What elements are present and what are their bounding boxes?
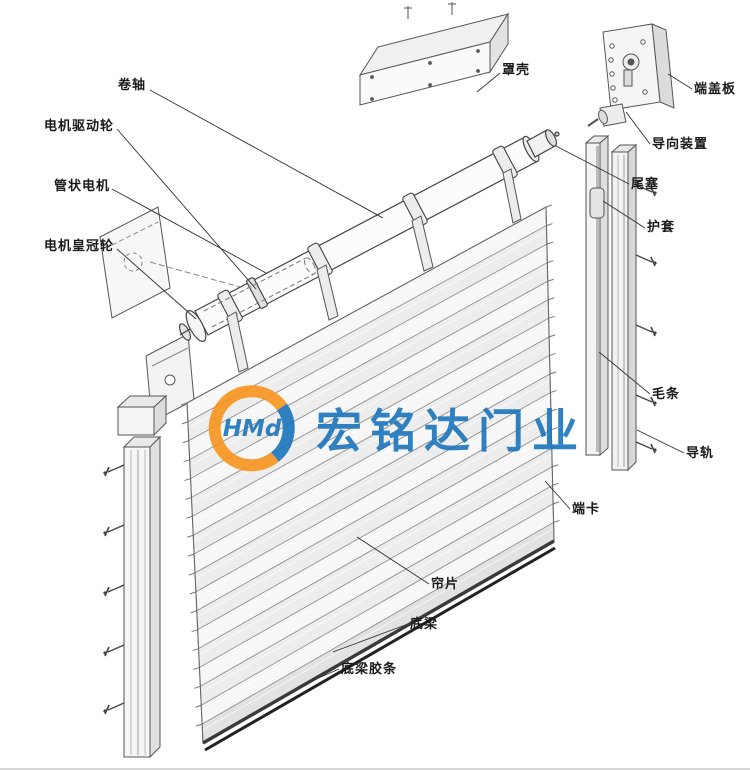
label-motor-drive-wheel: 电机驱动轮 xyxy=(44,119,115,134)
label-motor-crown-wheel: 电机皇冠轮 xyxy=(44,239,115,254)
label-guide-device: 导向装置 xyxy=(652,137,709,152)
label-brush-strip: 毛条 xyxy=(652,387,681,402)
label-roller-shaft: 卷轴 xyxy=(118,78,147,93)
watermark-logo-text: HMd xyxy=(223,416,282,442)
motor-crown-wheel-part xyxy=(178,310,207,342)
brush-strip-part xyxy=(596,146,599,452)
left-rail-screws xyxy=(103,464,125,715)
protective-sleeve-part xyxy=(589,187,605,219)
watermark-company-text: 宏铭达门业 xyxy=(316,404,586,458)
label-tubular-motor: 管状电机 xyxy=(54,179,111,194)
label-cover-shell: 罩壳 xyxy=(502,63,531,78)
right-rail-screws xyxy=(635,184,657,454)
bottom-rubber-strip xyxy=(204,546,556,752)
watermark-logo: HMd xyxy=(208,385,295,472)
left-guide-rail xyxy=(116,394,168,759)
label-protective-sleeve: 护套 xyxy=(647,220,676,235)
label-curtain-slat: 帘片 xyxy=(431,577,460,592)
bottom-beam-edge xyxy=(202,539,555,745)
curtain-straps xyxy=(226,168,522,373)
tail-plug-part xyxy=(526,129,560,158)
end-cover-plate xyxy=(587,23,675,127)
leader-lines xyxy=(111,72,693,688)
motor-mounting-plate xyxy=(99,206,259,319)
label-bottom-beam: 底梁 xyxy=(410,617,439,632)
label-tail-plug: 尾塞 xyxy=(631,177,660,192)
right-guide-rail xyxy=(584,134,638,472)
label-end-cover-plate: 端盖板 xyxy=(694,82,737,97)
label-bottom-beam-rubber-strip: 底梁胶条 xyxy=(341,662,398,677)
watermark: HMd 宏铭达门业 xyxy=(208,385,586,472)
curtain-slats xyxy=(180,204,560,744)
label-guide-rail: 导轨 xyxy=(686,446,715,461)
guide-device-part xyxy=(587,103,627,127)
curtain-outline xyxy=(186,206,556,752)
label-end-clip: 端卡 xyxy=(572,502,601,517)
cover-shell xyxy=(358,2,510,106)
